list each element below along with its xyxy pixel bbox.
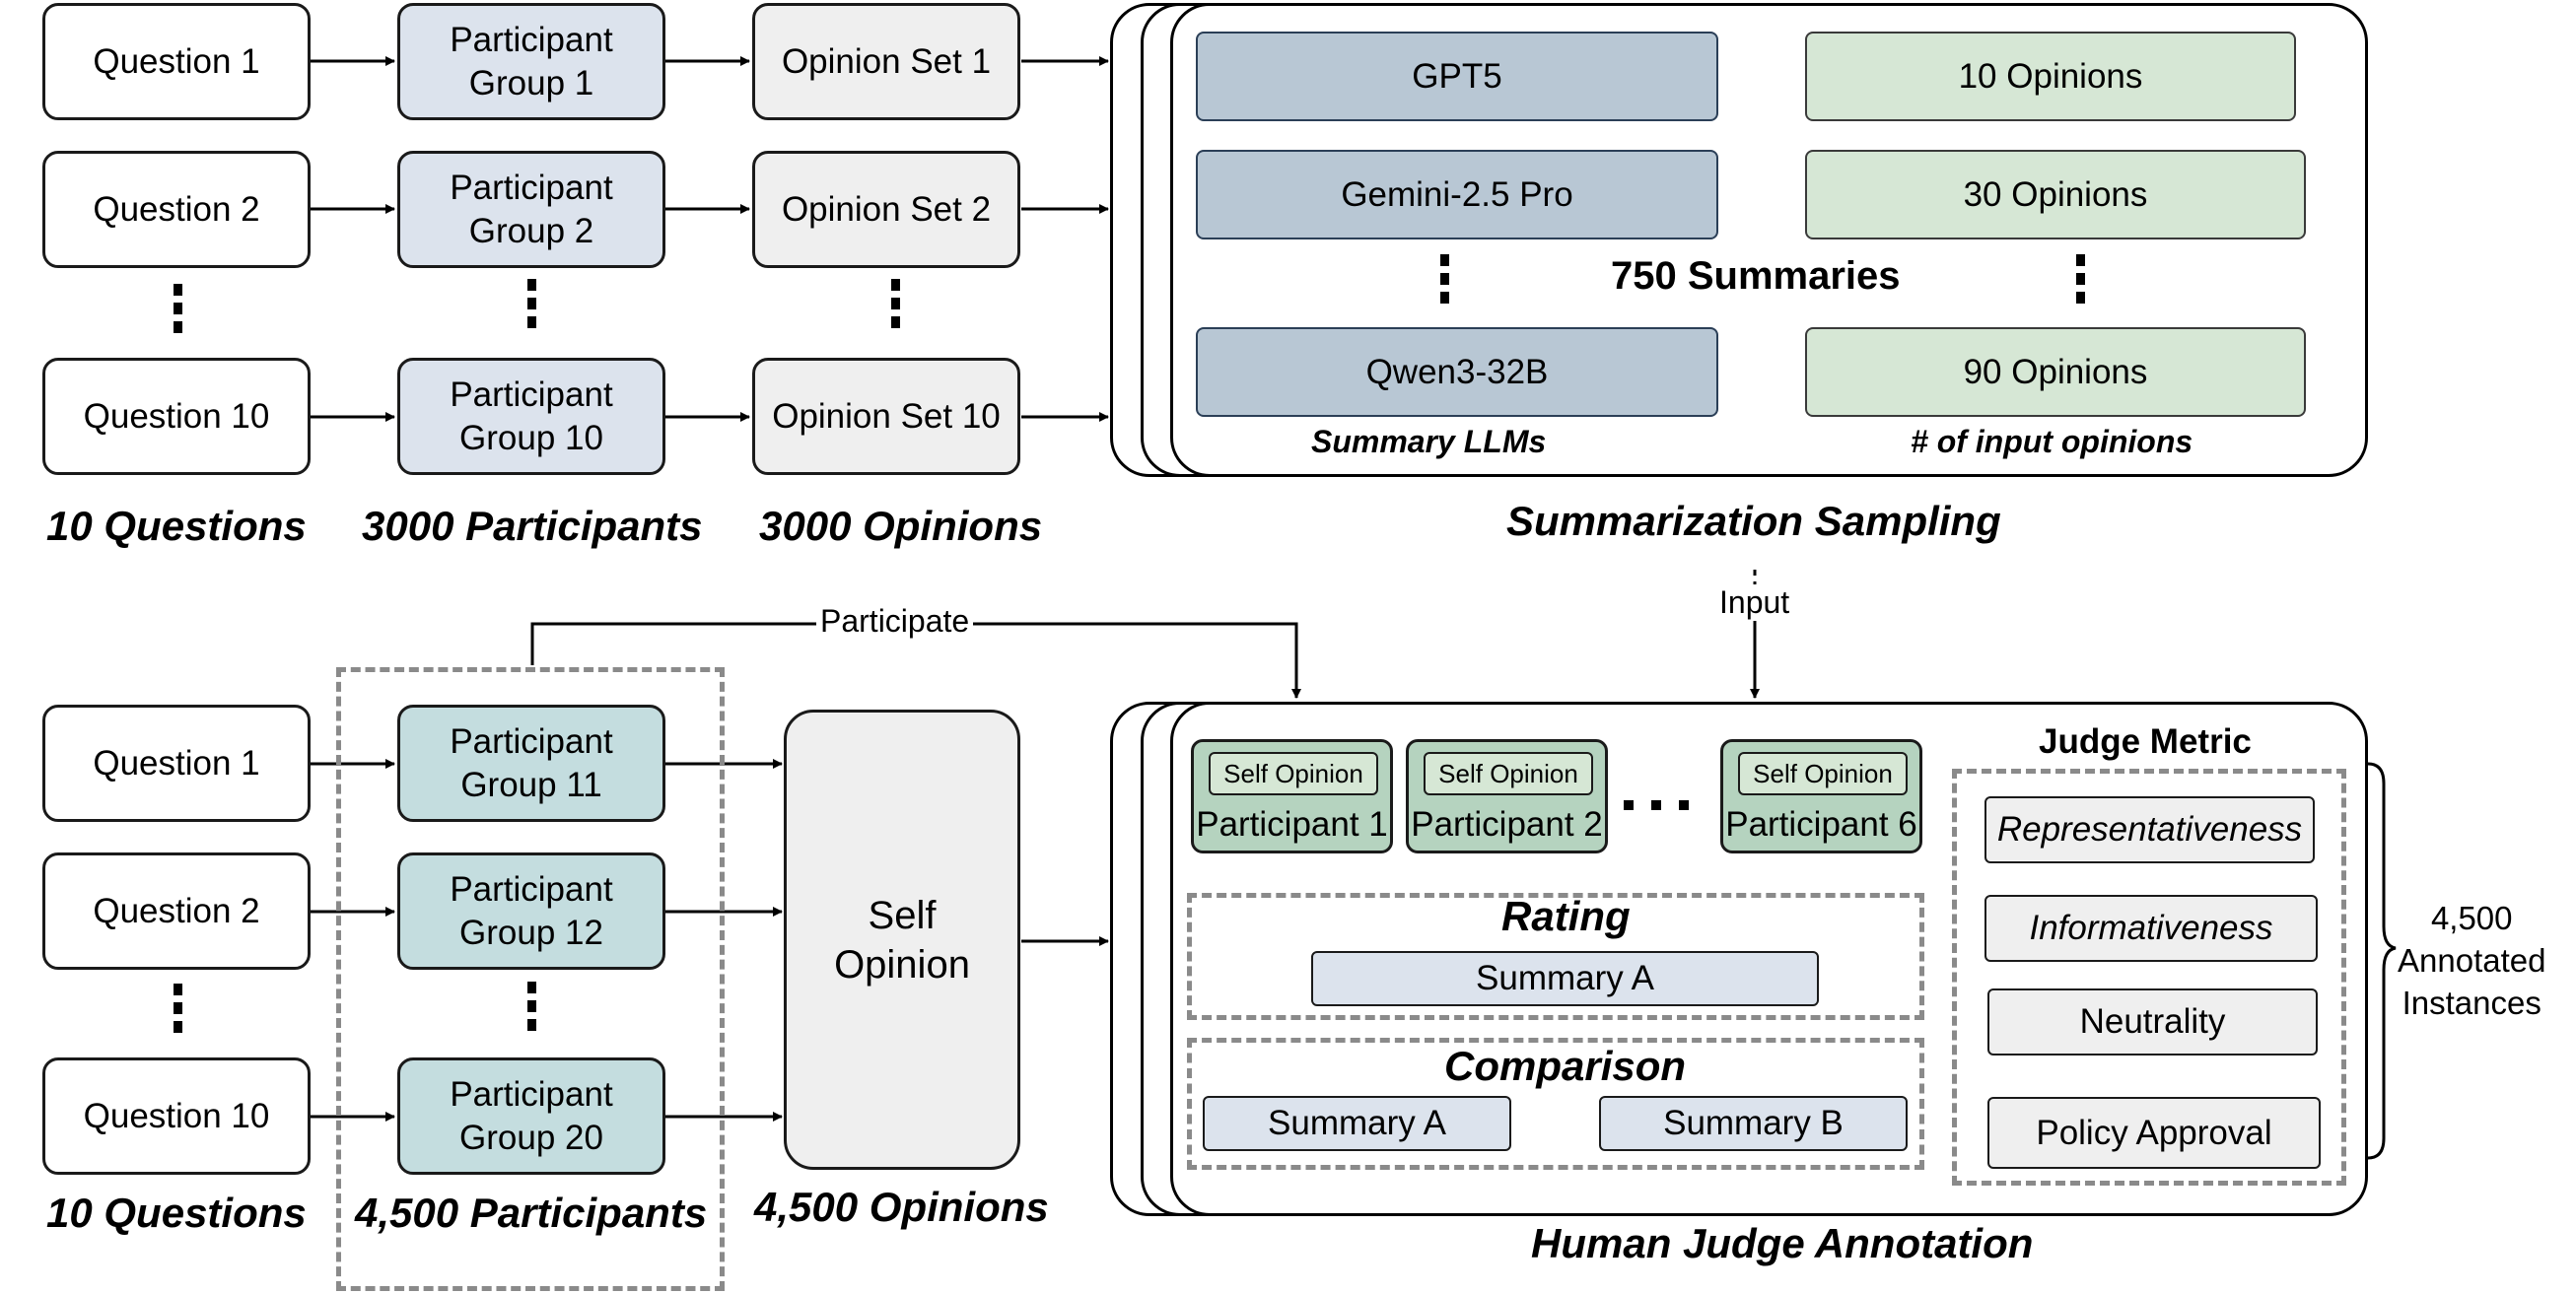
input-opinions-caption: # of input opinions: [1911, 424, 2193, 459]
input-label: Input: [1719, 584, 1790, 621]
top-opinions-caption: 3000 Opinions: [759, 503, 1043, 549]
summary-llms-caption: Summary LLMs: [1311, 424, 1547, 459]
rating-title: Rating: [1501, 893, 1631, 939]
metric-neutrality: Neutrality: [1987, 988, 2318, 1056]
participant-name: Participant 6: [1725, 805, 1917, 844]
self-opinion-tag: Self Opinion: [1424, 752, 1593, 795]
horizontal-ellipsis: [1624, 800, 1689, 810]
top-group-10: Participant Group 10: [397, 358, 665, 475]
bottom-question-1: Question 1: [42, 705, 311, 822]
bottom-group-12: Participant Group 12: [397, 852, 665, 970]
comparison-title: Comparison: [1444, 1043, 1687, 1089]
participate-label: Participate: [816, 603, 974, 640]
bottom-question-2: Question 2: [42, 852, 311, 970]
count-90-opinions: 90 Opinions: [1805, 327, 2306, 417]
vertical-ellipsis: [174, 984, 182, 1040]
count-10-opinions: 10 Opinions: [1805, 32, 2296, 121]
llm-gemini: Gemini-2.5 Pro: [1196, 150, 1718, 239]
summaries-count: 750 Summaries: [1611, 254, 1901, 298]
judge-metric-title: Judge Metric: [2039, 722, 2252, 761]
llm-gpt5: GPT5: [1196, 32, 1718, 121]
bottom-group-11: Participant Group 11: [397, 705, 665, 822]
top-opinion-set-10: Opinion Set 10: [752, 358, 1020, 475]
bottom-participants-caption: 4,500 Participants: [355, 1190, 708, 1236]
rating-dashed-section: [1187, 893, 1924, 1020]
top-participants-caption: 3000 Participants: [362, 503, 703, 549]
metric-informativeness: Informativeness: [1984, 895, 2318, 962]
top-question-10: Question 10: [42, 358, 311, 475]
top-group-1: Participant Group 1: [397, 3, 665, 120]
vertical-ellipsis: [891, 279, 900, 335]
bottom-group-20: Participant Group 20: [397, 1057, 665, 1175]
sampling-title: Summarization Sampling: [1506, 498, 2001, 544]
metric-representativeness: Representativeness: [1984, 796, 2315, 863]
annotated-instances: 4,500 Annotated Instances: [2398, 900, 2546, 1021]
participant-card: Self Opinion Participant 2: [1406, 739, 1608, 853]
self-opinion-box: Self Opinion: [784, 710, 1020, 1170]
top-opinion-set-2: Opinion Set 2: [752, 151, 1020, 268]
top-question-2: Question 2: [42, 151, 311, 268]
vertical-ellipsis: [1440, 254, 1449, 310]
self-opinion-tag: Self Opinion: [1209, 752, 1378, 795]
self-opinion-tag: Self Opinion: [1738, 752, 1908, 795]
comparison-summary-b: Summary B: [1599, 1096, 1908, 1151]
instances-brace: [2367, 762, 2397, 1160]
annotation-title: Human Judge Annotation: [1531, 1220, 2034, 1266]
participant-name: Participant 1: [1196, 805, 1388, 844]
count-30-opinions: 30 Opinions: [1805, 150, 2306, 239]
vertical-ellipsis: [2076, 254, 2085, 310]
metric-policy-approval: Policy Approval: [1987, 1097, 2321, 1169]
vertical-ellipsis: [174, 284, 182, 340]
participants-dashed-group: [336, 667, 725, 1291]
bottom-opinions-caption: 4,500 Opinions: [754, 1184, 1049, 1230]
rating-summary: Summary A: [1311, 951, 1819, 1006]
llm-qwen: Qwen3-32B: [1196, 327, 1718, 417]
comparison-dashed-section: [1187, 1038, 1924, 1170]
participant-card: Self Opinion Participant 6: [1720, 739, 1922, 853]
vertical-ellipsis: [527, 279, 536, 335]
bottom-question-10: Question 10: [42, 1057, 311, 1175]
bottom-questions-caption: 10 Questions: [46, 1190, 307, 1236]
participant-name: Participant 2: [1411, 805, 1603, 844]
judge-metric-dashed-section: [1952, 769, 2346, 1186]
vertical-ellipsis: [527, 982, 536, 1038]
participant-card: Self Opinion Participant 1: [1191, 739, 1393, 853]
top-questions-caption: 10 Questions: [46, 503, 307, 549]
top-group-2: Participant Group 2: [397, 151, 665, 268]
top-opinion-set-1: Opinion Set 1: [752, 3, 1020, 120]
top-question-1: Question 1: [42, 3, 311, 120]
comparison-summary-a: Summary A: [1203, 1096, 1511, 1151]
